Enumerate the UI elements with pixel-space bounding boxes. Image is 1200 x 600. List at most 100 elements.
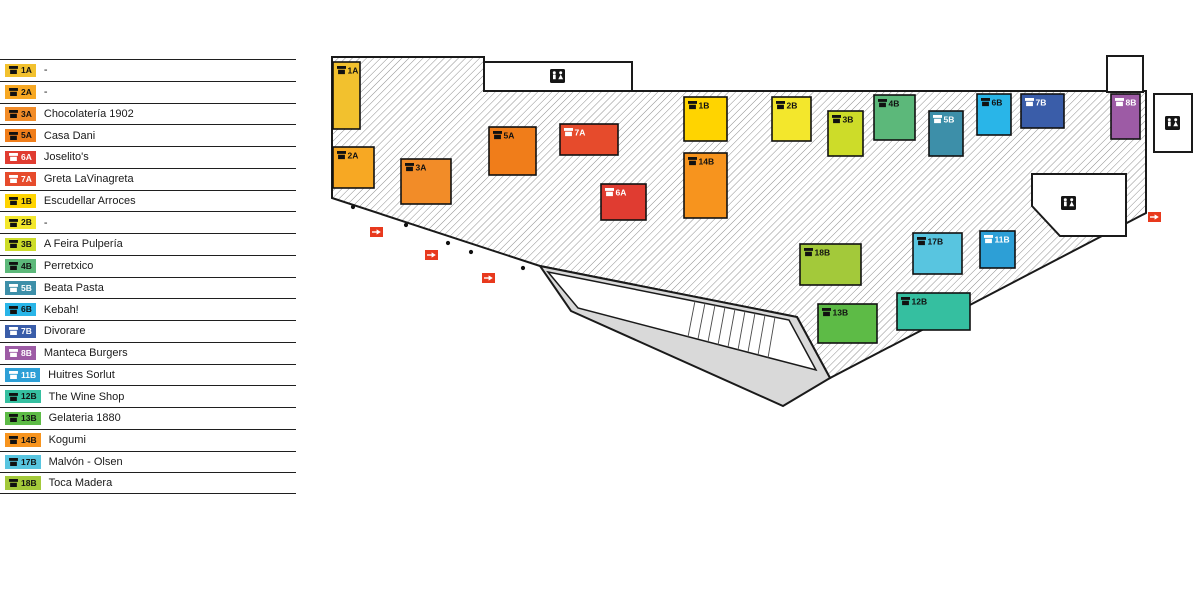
map-stall-6B[interactable]: 6B <box>976 93 1012 136</box>
exit-icon <box>482 273 495 283</box>
map-stall-7A[interactable]: 7A <box>559 123 619 156</box>
shop-icon <box>804 248 813 257</box>
shop-icon <box>337 66 346 75</box>
legend-badge: 11B <box>5 368 41 382</box>
wc-icon <box>1061 196 1076 210</box>
stall-rect <box>799 243 862 286</box>
legend-badge: 3B <box>5 237 36 252</box>
legend-badge: 1A <box>5 63 36 78</box>
map-stall-3B[interactable]: 3B <box>827 110 864 157</box>
map-stall-6A[interactable]: 6A <box>600 183 647 221</box>
door-dot <box>520 265 526 271</box>
map-stall-13B[interactable]: 13B <box>817 303 878 344</box>
legend-row[interactable]: 1A- <box>0 59 296 81</box>
map-stall-17B[interactable]: 17B <box>912 232 963 275</box>
legend-row[interactable]: 1B Escudellar Arroces <box>0 189 296 212</box>
legend-item-name: - <box>43 216 48 229</box>
stall-label: 8B <box>1126 98 1137 108</box>
legend-badge-id: 1A <box>21 65 32 76</box>
shop-icon <box>605 188 614 197</box>
wc-room-middle <box>1031 173 1127 237</box>
shop-icon <box>9 262 18 271</box>
stall-rect <box>1110 93 1141 140</box>
legend-badge: 2B <box>5 215 36 230</box>
shop-icon <box>981 98 990 107</box>
map-stall-3A[interactable]: 3A <box>400 158 452 205</box>
legend-item-name: Toca Madera <box>48 477 113 490</box>
map-stall-18B[interactable]: 18B <box>799 243 862 286</box>
shop-icon <box>9 479 18 488</box>
door-dot <box>445 240 451 246</box>
legend-row[interactable]: 2B- <box>0 211 296 233</box>
exit-icon <box>370 227 383 237</box>
map-stall-12B[interactable]: 12B <box>896 292 971 331</box>
legend-badge: 7B <box>5 324 36 339</box>
legend-badge: 2A <box>5 85 36 99</box>
legend-badge-id: 12B <box>21 391 37 402</box>
map-stall-8B[interactable]: 8B <box>1110 93 1141 140</box>
stall-rect <box>332 61 361 130</box>
stall-label: 7B <box>1036 98 1047 108</box>
legend-item-name: Joselito's <box>43 151 89 164</box>
map-stall-1A[interactable]: 1A <box>332 61 361 130</box>
map-stall-2B[interactable]: 2B <box>771 96 812 142</box>
shop-icon <box>1115 98 1124 107</box>
map-stall-7B[interactable]: 7B <box>1020 93 1065 129</box>
map-stall-14B[interactable]: 14B <box>683 152 728 219</box>
stall-rect <box>873 94 916 141</box>
legend-item-name: - <box>43 64 48 77</box>
map-stall-2A[interactable]: 2A <box>332 146 375 189</box>
legend-item-name: Casa Dani <box>43 129 96 142</box>
shop-icon <box>9 240 18 249</box>
legend-badge-id: 3B <box>21 239 32 250</box>
legend-badge-id: 1B <box>21 195 32 206</box>
wc-icon <box>550 69 565 83</box>
stall-label: 18B <box>815 248 831 258</box>
legend-badge-id: 7A <box>21 173 32 184</box>
legend-badge: 12B <box>5 389 41 404</box>
shop-icon <box>9 436 18 445</box>
legend-item-name: Malvón - Olsen <box>48 455 123 468</box>
map-stall-5B[interactable]: 5B <box>928 110 964 157</box>
map-stall-4B[interactable]: 4B <box>873 94 916 141</box>
shop-icon <box>688 157 697 166</box>
legend-badge: 14B <box>5 433 41 447</box>
stall-rect <box>928 110 964 157</box>
shop-icon <box>1025 98 1034 107</box>
map-stall-11B[interactable]: 11B <box>979 230 1016 269</box>
legend-badge: 6B <box>5 302 36 317</box>
shop-icon <box>822 308 831 317</box>
legend-row[interactable]: 2A- <box>0 80 296 103</box>
legend-badge: 13B <box>5 411 41 426</box>
legend-item-name: - <box>43 86 48 99</box>
stall-rect <box>488 126 537 176</box>
legend-item-name: The Wine Shop <box>48 390 125 403</box>
map-stall-1B[interactable]: 1B <box>683 96 728 142</box>
legend-badge-id: 4B <box>21 260 32 271</box>
shop-icon <box>9 109 18 118</box>
shop-icon <box>9 175 18 184</box>
stall-label: 13B <box>833 308 849 318</box>
legend-item-name: Escudellar Arroces <box>43 194 136 207</box>
legend-badge-id: 11B <box>21 369 37 380</box>
shop-icon <box>9 327 18 336</box>
map-stall-5A[interactable]: 5A <box>488 126 537 176</box>
legend-row[interactable]: 12B The Wine Shop <box>0 385 296 407</box>
